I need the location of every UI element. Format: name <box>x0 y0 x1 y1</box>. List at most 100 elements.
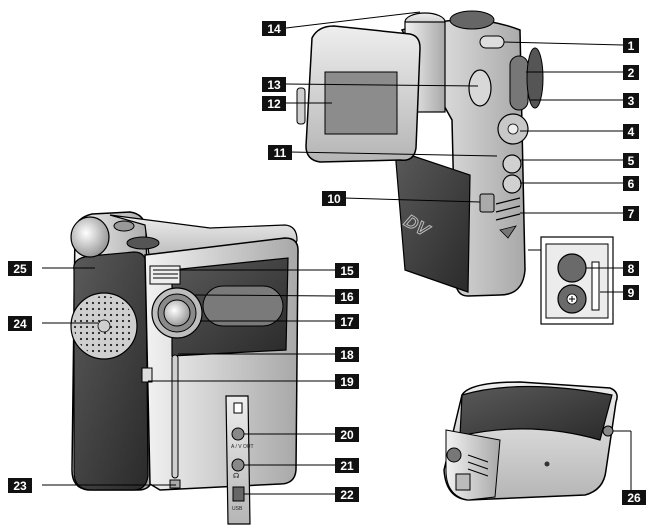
callout-12: 12 <box>262 96 286 111</box>
reset-hole[interactable] <box>602 425 614 437</box>
battery-cover-grip[interactable] <box>495 197 521 221</box>
callout-box <box>335 458 359 473</box>
callout-number: 21 <box>340 459 354 473</box>
button-6[interactable] <box>502 174 522 194</box>
usb-port[interactable] <box>232 486 245 502</box>
callout-box <box>623 65 639 80</box>
mode-dial[interactable] <box>526 47 544 109</box>
callout-number: 1 <box>628 39 635 53</box>
nav-center-button[interactable] <box>507 123 519 135</box>
callout-number: 16 <box>340 290 354 304</box>
connector-side-panel: A / V OUT ☊ USB <box>225 395 254 525</box>
flash <box>149 265 181 285</box>
callout-number: 24 <box>13 317 27 331</box>
callout-number: 18 <box>340 348 354 362</box>
grip-side-panel <box>73 251 149 491</box>
callout-5: 5 <box>623 153 639 168</box>
callout-box <box>623 285 639 300</box>
back-grip-lines <box>467 454 489 477</box>
side-latch[interactable] <box>141 367 153 383</box>
callout-box <box>262 21 286 36</box>
leader-lines <box>42 11 632 495</box>
callout-number: 26 <box>627 491 641 505</box>
headphone-icon: ☊ <box>233 472 239 480</box>
callout-box <box>262 77 286 92</box>
callout-9: 9 <box>623 285 639 300</box>
callout-number: 10 <box>327 192 341 206</box>
callout-number: 14 <box>267 22 281 36</box>
oval-button[interactable] <box>468 69 492 107</box>
callout-22: 22 <box>335 487 359 502</box>
callout-15: 15 <box>335 263 359 278</box>
callout-number: 25 <box>13 262 27 276</box>
back-lcd-cover <box>459 385 613 441</box>
callout-number: 3 <box>628 94 635 108</box>
callout-number: 15 <box>340 264 354 278</box>
callout-number: 13 <box>267 78 281 92</box>
top-shutter-button[interactable] <box>113 220 135 232</box>
callout-number: 12 <box>267 97 281 111</box>
callout-8: 8 <box>623 261 639 276</box>
callout-labels: 1234567891011121314151617181920212223242… <box>8 21 646 505</box>
camera-rear-view: DV <box>296 10 544 297</box>
lcd-open-tab[interactable] <box>296 87 306 125</box>
zoom-lever[interactable] <box>509 55 529 111</box>
av-out-label: A / V OUT <box>231 444 254 450</box>
callout-box <box>8 478 32 493</box>
callout-box <box>623 93 639 108</box>
camera-front-view <box>70 211 299 491</box>
callout-11: 11 <box>268 145 292 160</box>
top-dial[interactable] <box>449 10 495 30</box>
lens <box>163 299 191 327</box>
back-port <box>455 473 471 491</box>
callout-box <box>268 145 292 160</box>
callout-17: 17 <box>335 314 359 329</box>
callout-14: 14 <box>262 21 286 36</box>
callout-number: 11 <box>274 146 287 160</box>
callout-box <box>335 263 359 278</box>
callout-2: 2 <box>623 65 639 80</box>
callout-16: 16 <box>335 289 359 304</box>
callout-number: 5 <box>628 154 635 168</box>
callout-4: 4 <box>623 124 639 139</box>
callout-number: 17 <box>340 315 354 329</box>
callout-3: 3 <box>623 93 639 108</box>
callout-number: 4 <box>628 125 635 139</box>
power-button[interactable] <box>479 35 505 49</box>
sd-card-slot[interactable] <box>591 261 600 311</box>
battery-cover-arrow <box>499 225 517 239</box>
callout-box <box>335 487 359 502</box>
callout-23: 23 <box>8 478 32 493</box>
callout-20: 20 <box>335 427 359 442</box>
callout-number: 23 <box>13 479 27 493</box>
button-5[interactable] <box>502 154 522 174</box>
callout-box <box>623 206 639 221</box>
callout-box <box>8 261 32 276</box>
strap-slot <box>171 354 179 479</box>
back-grip <box>445 429 501 501</box>
callout-24: 24 <box>8 316 32 331</box>
port-cover-icon <box>233 402 243 414</box>
callout-10: 10 <box>322 191 346 206</box>
back-dial[interactable] <box>446 447 462 463</box>
callout-21: 21 <box>335 458 359 473</box>
headphone-port[interactable] <box>231 458 245 472</box>
callout-box <box>623 261 639 276</box>
top-zoom-dial[interactable] <box>126 236 160 250</box>
battery-minus-terminal <box>557 253 587 283</box>
strap-hook <box>479 193 495 213</box>
callout-box <box>623 153 639 168</box>
callout-box <box>335 347 359 362</box>
top-lens-ring <box>70 216 110 258</box>
callout-box <box>262 96 286 111</box>
av-out-port[interactable] <box>231 427 245 441</box>
lcd-screen <box>324 71 398 135</box>
callout-number: 22 <box>340 488 354 502</box>
callout-box <box>335 374 359 389</box>
callout-box <box>8 316 32 331</box>
callout-box <box>622 490 646 505</box>
tripod-mount <box>169 479 181 489</box>
callout-number: 9 <box>628 286 635 300</box>
callout-box <box>335 427 359 442</box>
